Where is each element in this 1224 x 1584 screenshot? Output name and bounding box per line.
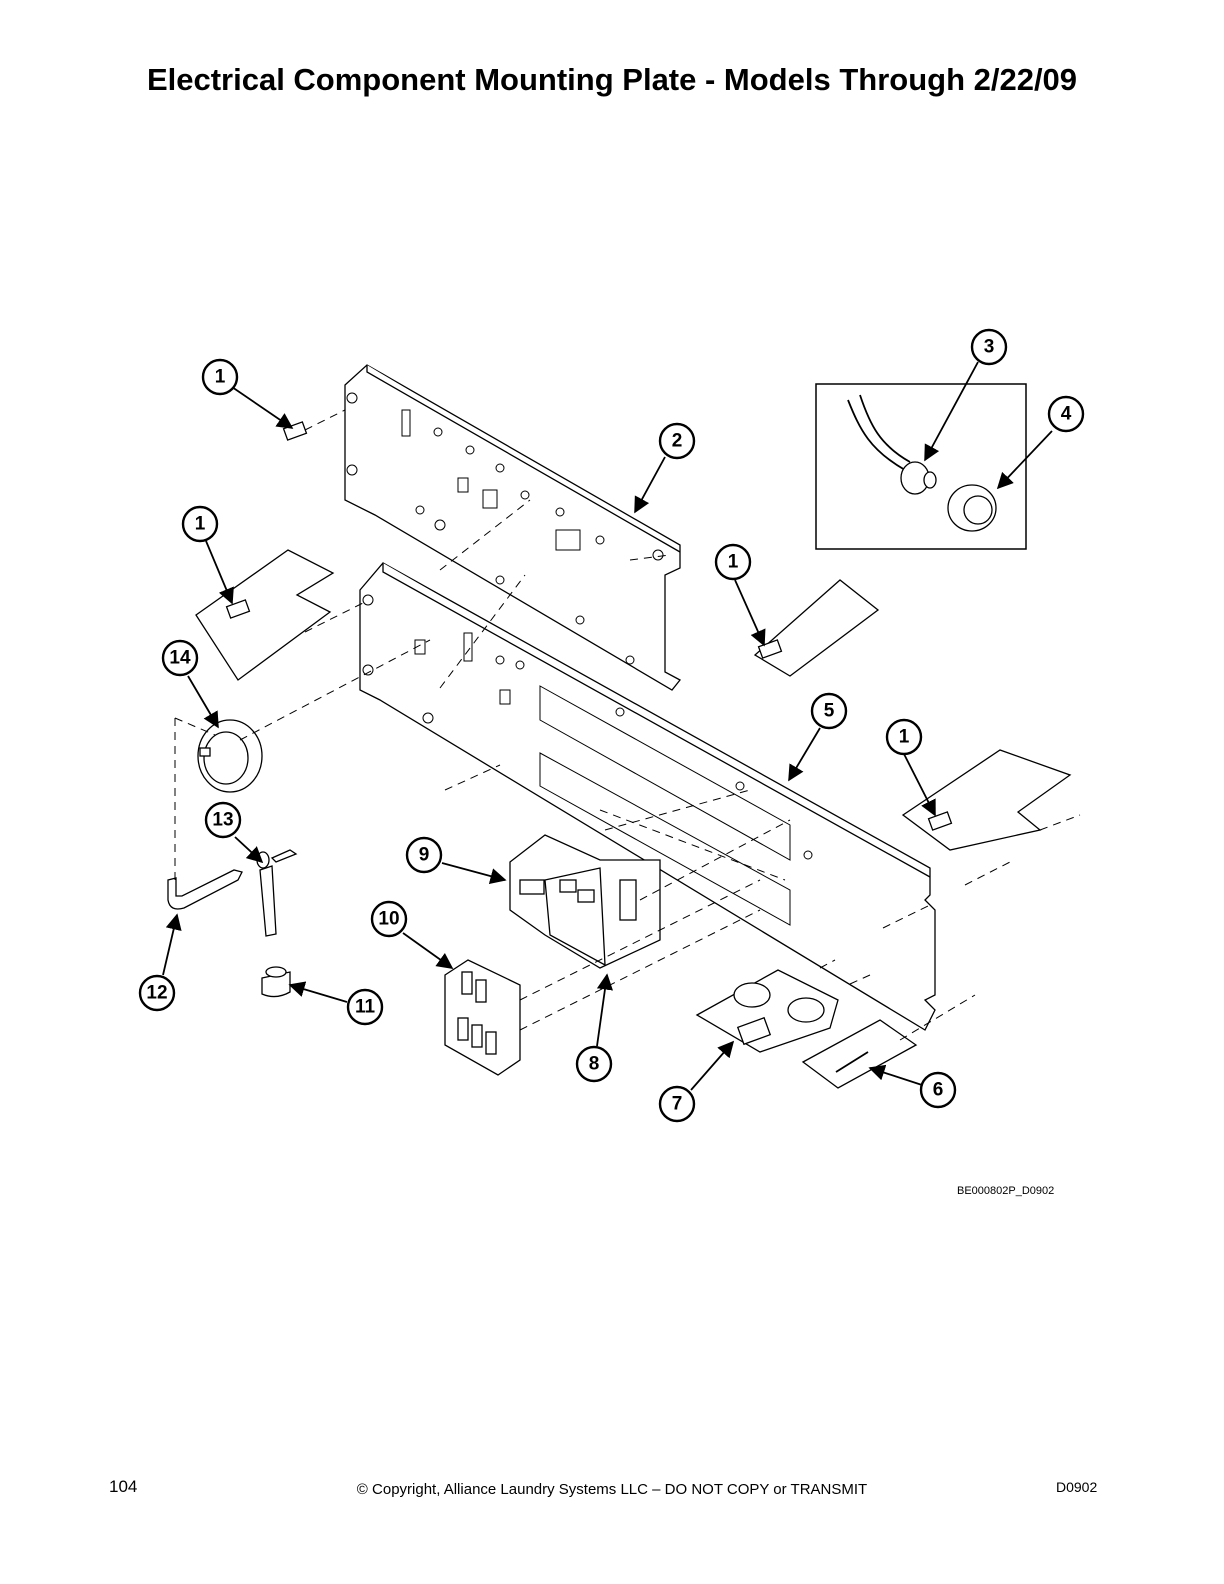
svg-text:3: 3: [984, 337, 995, 358]
svg-text:9: 9: [419, 845, 430, 866]
contactor-assembly: [509, 834, 661, 969]
callout-3: 3: [970, 328, 1008, 366]
callout-6: 6: [919, 1071, 957, 1109]
svg-text:5: 5: [824, 701, 835, 722]
terminal-block: [444, 959, 521, 1076]
screw-detail-panels: [195, 421, 1072, 851]
svg-text:12: 12: [146, 983, 167, 1004]
svg-text:10: 10: [378, 909, 399, 930]
callout-1a: 1: [201, 358, 239, 396]
pressure-switch: [197, 719, 263, 793]
callout-8: 8: [575, 1045, 613, 1083]
callout-leaders: [162, 361, 1053, 1091]
callout-9: 9: [405, 836, 443, 874]
svg-text:7: 7: [672, 1094, 683, 1115]
drawing-id: BE000802P_D0902: [957, 1185, 1055, 1197]
svg-text:6: 6: [933, 1080, 944, 1101]
copyright-notice: © Copyright, Alliance Laundry Systems LL…: [356, 1481, 868, 1498]
callout-1b: 1: [181, 505, 219, 543]
callout-1c: 1: [714, 543, 752, 581]
callout-4: 4: [1047, 395, 1085, 433]
assembly-guide-lines: [174, 409, 1081, 1041]
callout-14: 14: [161, 639, 199, 677]
callout-7: 7: [658, 1085, 696, 1123]
callout-2: 2: [658, 422, 696, 460]
callout-12: 12: [138, 974, 176, 1012]
grommet-inset: [815, 383, 1027, 550]
svg-text:1: 1: [899, 727, 910, 748]
svg-text:2: 2: [672, 431, 683, 452]
svg-text:1: 1: [728, 552, 739, 573]
document-code: D0902: [1056, 1479, 1098, 1495]
page-title: Electrical Component Mounting Plate - Mo…: [146, 62, 1078, 97]
bracket-plate: [695, 969, 839, 1053]
hose-assembly: [167, 849, 298, 998]
svg-text:11: 11: [355, 997, 376, 1018]
callout-11: 11: [346, 988, 384, 1026]
rivet: [801, 1019, 918, 1089]
lower-mounting-plate: [359, 562, 936, 1031]
svg-text:4: 4: [1061, 404, 1072, 425]
svg-text:13: 13: [212, 810, 233, 831]
callout-10: 10: [370, 900, 408, 938]
svg-text:1: 1: [215, 367, 226, 388]
callout-13: 13: [204, 801, 242, 839]
svg-text:8: 8: [589, 1054, 600, 1075]
svg-text:14: 14: [169, 648, 191, 669]
upper-mounting-plate: [344, 364, 681, 691]
callout-5: 5: [810, 692, 848, 730]
svg-text:1: 1: [195, 514, 206, 535]
callout-1d: 1: [885, 718, 923, 756]
page-number: 104: [109, 1477, 138, 1496]
